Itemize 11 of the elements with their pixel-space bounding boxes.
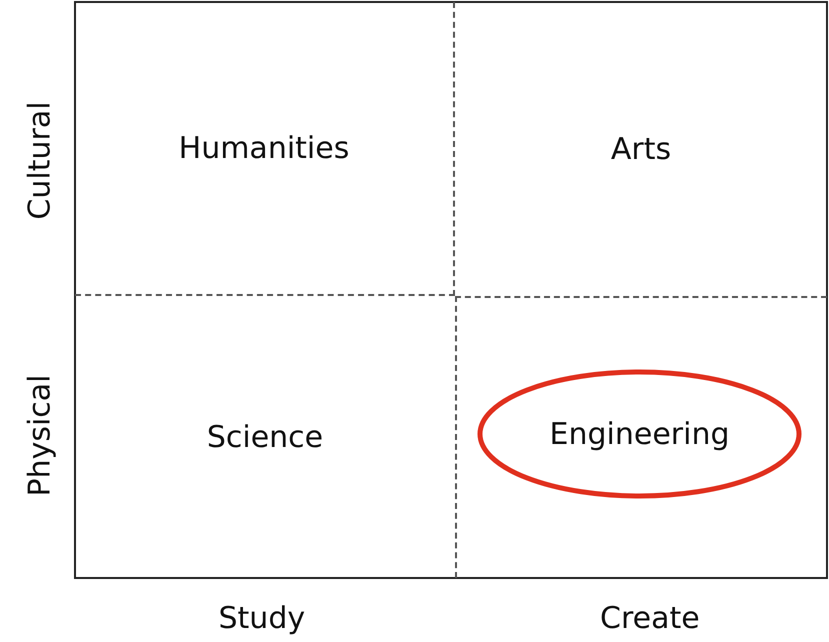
highlight-ellipse [477, 369, 802, 499]
row-axis-label: Physical [22, 374, 58, 496]
quadrant-cell [75, 2, 455, 296]
quadrant-label: Arts [610, 132, 672, 166]
quadrant-label: Engineering [550, 416, 730, 452]
column-axis-label: Study [218, 600, 306, 636]
quadrant-label: Humanities [178, 130, 350, 166]
column-axis-label: Create [600, 600, 700, 636]
quadrant-cell [455, 296, 827, 578]
row-axis-label: Cultural [22, 100, 58, 220]
quadrant-label: Science [206, 420, 324, 454]
